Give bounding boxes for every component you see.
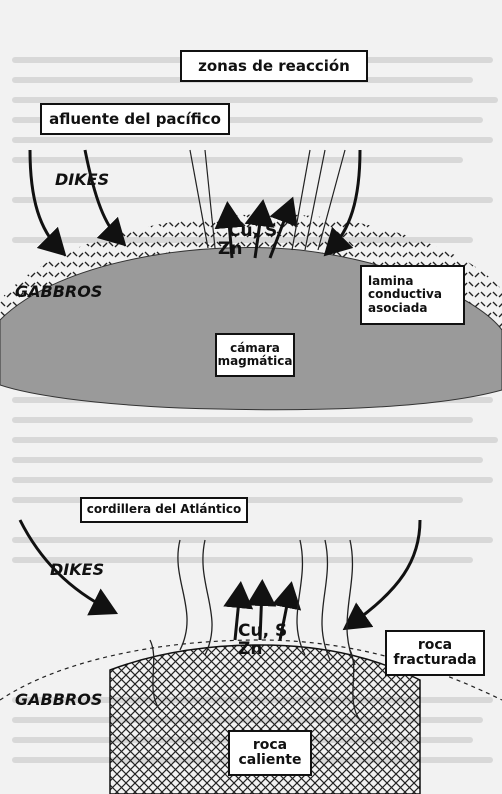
hot-rock-line-1: roca xyxy=(253,738,287,753)
hot-rock-line-2: caliente xyxy=(239,753,302,768)
reaction-zones-label: zonas de reacción xyxy=(180,50,368,82)
magma-chamber-label: cámara magmática xyxy=(215,333,295,377)
conductive-layer-line-2: conductiva xyxy=(368,288,442,301)
pacific-tributary-label: afluente del pacífico xyxy=(40,103,230,135)
top-zn-label: Zn xyxy=(218,240,242,258)
bottom-gabbros-label: GABBROS xyxy=(15,690,102,709)
conductive-layer-line-3: asociada xyxy=(368,302,428,315)
magma-chamber-line-2: magmática xyxy=(218,355,293,368)
atlantic-ridge-label: cordillera del Atlántico xyxy=(80,497,248,523)
top-gabbros-label: GABBROS xyxy=(15,282,102,301)
fractured-rock-line-2: fracturada xyxy=(393,653,476,668)
fractured-rock-label: roca fracturada xyxy=(385,630,485,676)
bottom-zn-label: Zn xyxy=(238,640,262,658)
top-cu-s-label: Cu, S xyxy=(228,222,277,240)
hot-rock-label: roca caliente xyxy=(228,730,312,776)
fractured-rock-line-1: roca xyxy=(418,638,452,653)
top-dikes-label: DIKES xyxy=(55,170,109,189)
bottom-dikes-label: DIKES xyxy=(50,560,104,579)
bottom-cu-s-label: Cu, S xyxy=(238,622,287,640)
conductive-layer-label: lamina conductiva asociada xyxy=(360,265,465,325)
